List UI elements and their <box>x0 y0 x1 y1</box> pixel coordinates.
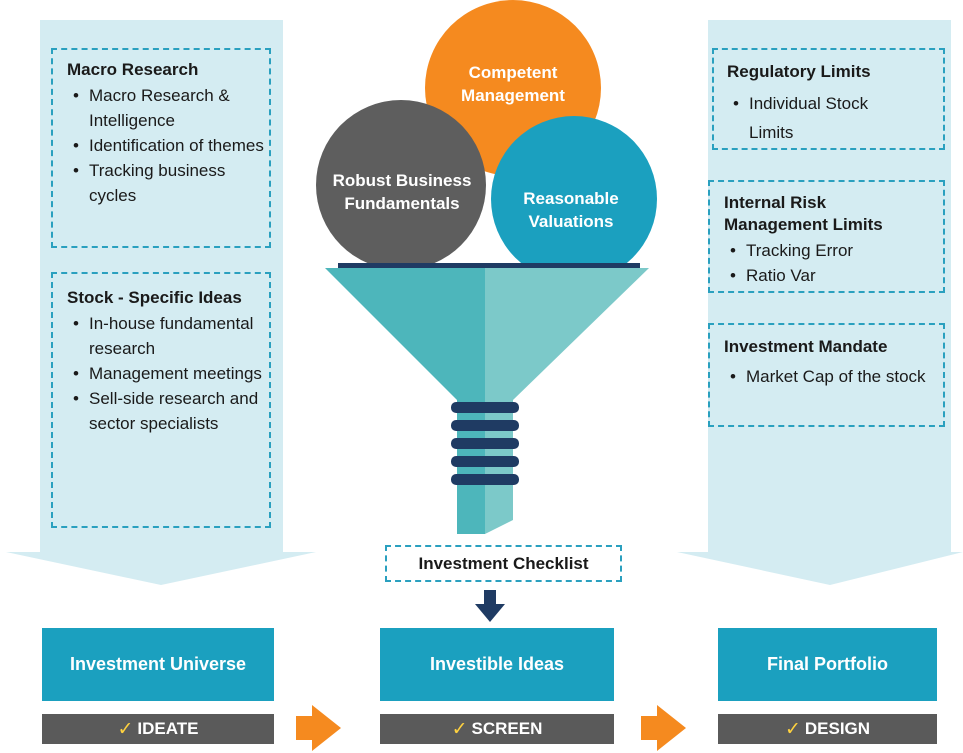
investment-mandate-box: Investment Mandate Market Cap of the sto… <box>708 323 945 427</box>
design-step: ✓ DESIGN <box>718 714 937 744</box>
list-item: Tracking business cycles <box>73 158 269 208</box>
checkmark-icon: ✓ <box>784 718 801 740</box>
funnel-cone-left <box>325 268 485 400</box>
list-item: Market Cap of the stock <box>730 362 926 391</box>
list-item: Tracking Error <box>730 238 943 263</box>
funnel-ring <box>451 402 519 413</box>
regulatory-limits-title: Regulatory Limits <box>727 62 871 81</box>
reasonable-valuations-circle <box>491 116 657 282</box>
macro-research-title: Macro Research <box>67 60 199 79</box>
investment-mandate-title: Investment Mandate <box>724 337 888 356</box>
investment-universe-box: Investment Universe <box>42 628 274 701</box>
final-portfolio-box: Final Portfolio <box>718 628 937 701</box>
risk-management-limits-title: Internal Risk Management Limits <box>724 193 883 234</box>
screen-label: SCREEN <box>471 719 543 738</box>
reasonable-valuations-label: Reasonable Valuations <box>523 189 619 231</box>
stock-specific-ideas-title: Stock - Specific Ideas <box>67 288 242 307</box>
funnel-cone-right <box>485 268 649 400</box>
list-item: Identification of themes <box>73 133 269 158</box>
funnel-ring <box>451 456 519 467</box>
list-item: Macro Research & Intelligence <box>73 83 269 133</box>
down-arrow-icon <box>475 590 505 622</box>
list-item: Sell-side research and sector specialist… <box>73 386 269 436</box>
ideate-label: IDEATE <box>137 719 199 738</box>
investment-checklist-box: Investment Checklist <box>385 545 622 582</box>
orange-arrow-icon <box>296 705 341 751</box>
right-arrow-panel <box>677 20 963 585</box>
design-label: DESIGN <box>804 719 871 738</box>
screen-step: ✓ SCREEN <box>380 714 614 744</box>
stock-specific-ideas-box: Stock - Specific Ideas In-house fundamen… <box>51 272 271 528</box>
funnel-rim <box>338 263 640 268</box>
checkmark-icon: ✓ <box>117 718 134 740</box>
robust-fundamentals-label: Robust Business Fundamentals <box>332 171 472 213</box>
orange-arrow-icon <box>641 705 686 751</box>
list-item: Individual Stock Limits <box>733 89 899 147</box>
list-item: Management meetings <box>73 361 269 386</box>
ideate-step: ✓ IDEATE <box>42 714 274 744</box>
investible-ideas-box: Investible Ideas <box>380 628 614 701</box>
funnel-ring <box>451 420 519 431</box>
list-item: In-house fundamental research <box>73 311 269 361</box>
macro-research-box: Macro Research Macro Research & Intellig… <box>51 48 271 248</box>
funnel-ring <box>451 474 519 485</box>
funnel-ring <box>451 438 519 449</box>
regulatory-limits-box: Regulatory Limits Individual Stock Limit… <box>712 48 945 150</box>
checkmark-icon: ✓ <box>451 718 468 740</box>
investment-checklist-label: Investment Checklist <box>418 553 589 573</box>
list-item: Ratio Var <box>730 263 943 288</box>
robust-fundamentals-circle <box>316 100 486 270</box>
competent-management-label: Competent Management <box>461 63 565 105</box>
risk-management-limits-box: Internal Risk Management Limits Tracking… <box>708 180 945 293</box>
